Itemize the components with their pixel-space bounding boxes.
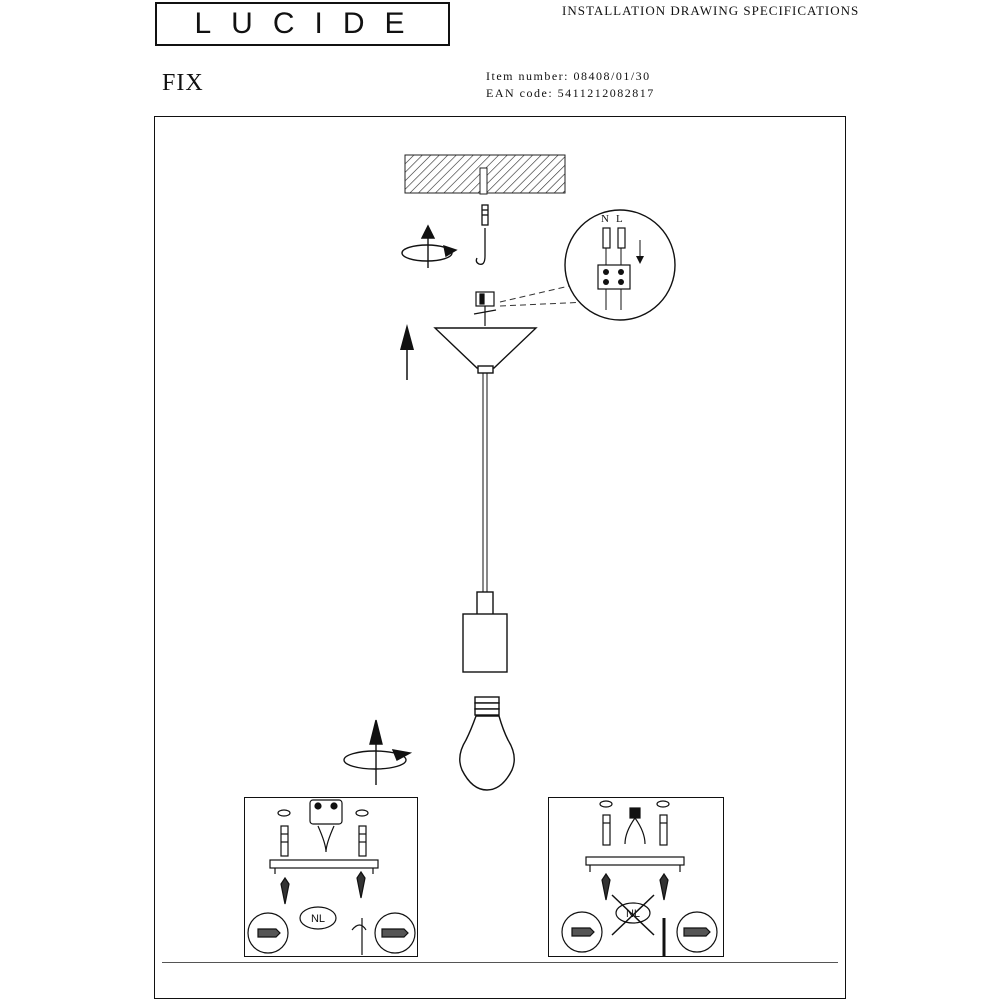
- drawing-frame: [154, 116, 846, 999]
- up-arrow-icon: [400, 324, 414, 380]
- bulb-icon: [459, 696, 515, 791]
- mounting-panel-left-drawing: NL: [247, 799, 416, 955]
- mounting-panel-right: [548, 797, 724, 957]
- live-label: L: [616, 213, 623, 225]
- brand-logo: LUCIDE: [155, 2, 450, 46]
- mounting-panel-left: [244, 797, 418, 957]
- lamp-holder-icon: [462, 591, 508, 673]
- terminal-block-icon: [473, 291, 497, 326]
- panel-left-badge: NL: [311, 913, 325, 925]
- spec-title: INSTALLATION DRAWING SPECIFICATIONS: [562, 3, 860, 18]
- ceiling-icon: [404, 154, 566, 195]
- canopy-icon: [433, 327, 538, 374]
- neutral-label: N: [601, 213, 609, 225]
- detail-leader-lines: [499, 283, 589, 307]
- mounting-panel-right-drawing: NL: [561, 800, 718, 956]
- ean-code: EAN code: 5411212082817: [486, 86, 655, 100]
- item-number: Item number: 08408/01/30: [486, 69, 651, 83]
- rotate-arrow-bulb-icon: [343, 719, 413, 785]
- rotate-arrow-icon: [401, 224, 458, 268]
- wiring-detail-icon: N L: [564, 209, 676, 321]
- product-codes: Item number: 08408/01/30 EAN code: 54112…: [486, 68, 655, 102]
- footer-divider: [162, 962, 838, 963]
- product-name: FIX: [162, 70, 204, 96]
- wall-plug-icon: [475, 204, 489, 265]
